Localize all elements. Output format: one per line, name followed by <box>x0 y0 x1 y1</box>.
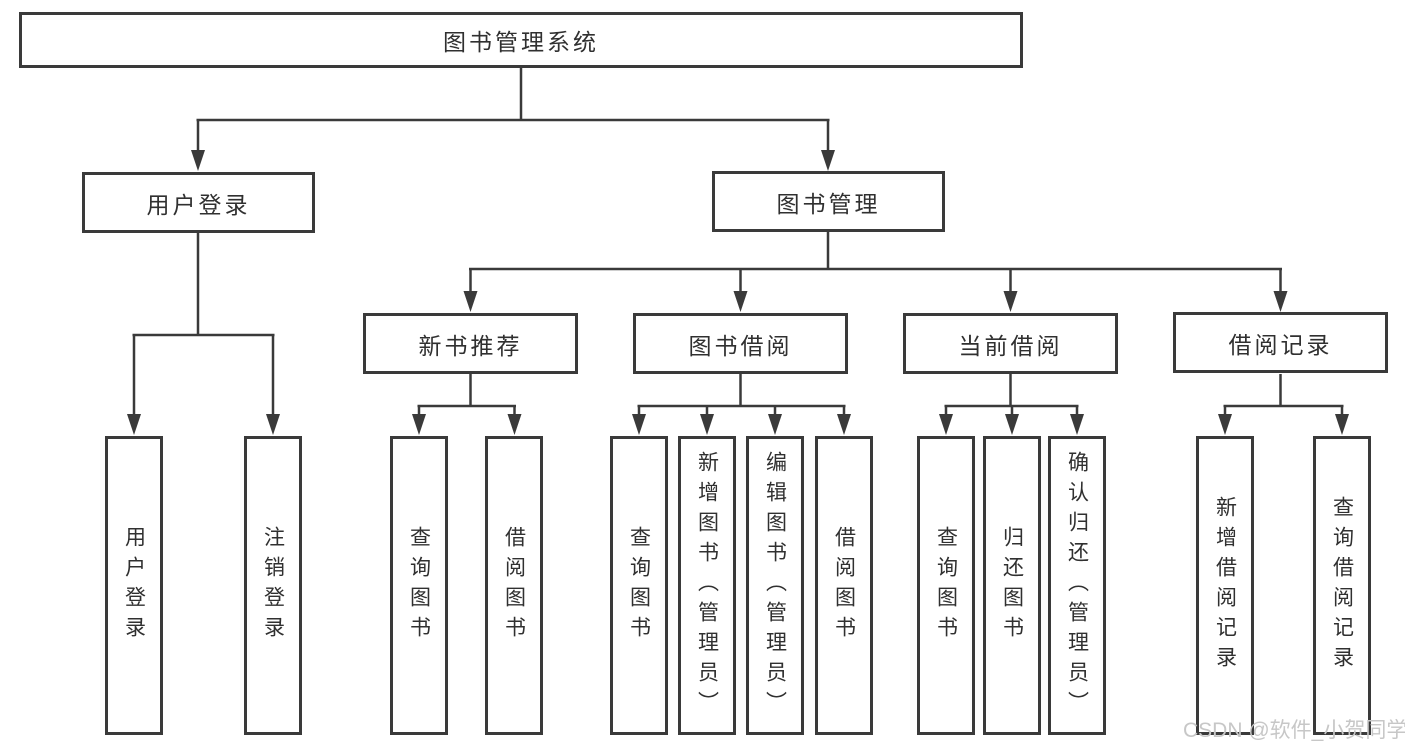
node-current-borrowing: 当前借阅 <box>903 313 1118 374</box>
node-borrow-books-leaf: 借阅图书 <box>815 436 873 735</box>
node-query-books-current: 查询图书 <box>917 436 975 735</box>
csdn-watermark: CSDN @软件_小贺同学 <box>1183 719 1405 742</box>
node-query-borrow-record: 查询借阅记录 <box>1313 436 1371 735</box>
node-borrowing-records: 借阅记录 <box>1173 312 1388 373</box>
node-library-system: 图书管理系统 <box>19 12 1023 68</box>
node-add-books-admin: 新增图书（管理员） <box>678 436 736 735</box>
node-user-login-leaf: 用户登录 <box>105 436 163 735</box>
node-confirm-return-admin: 确认归还（管理员） <box>1048 436 1106 735</box>
node-logout-leaf: 注销登录 <box>244 436 302 735</box>
node-book-borrowing: 图书借阅 <box>633 313 848 374</box>
node-add-borrow-record: 新增借阅记录 <box>1196 436 1254 735</box>
node-return-books: 归还图书 <box>983 436 1041 735</box>
node-query-books-borrowing: 查询图书 <box>610 436 668 735</box>
node-book-management: 图书管理 <box>712 171 945 232</box>
node-query-books-recommend: 查询图书 <box>390 436 448 735</box>
node-new-book-recommend: 新书推荐 <box>363 313 578 374</box>
node-borrow-books-recommend: 借阅图书 <box>485 436 543 735</box>
node-user-login-group: 用户登录 <box>82 172 315 233</box>
node-edit-books-admin: 编辑图书（管理员） <box>746 436 804 735</box>
